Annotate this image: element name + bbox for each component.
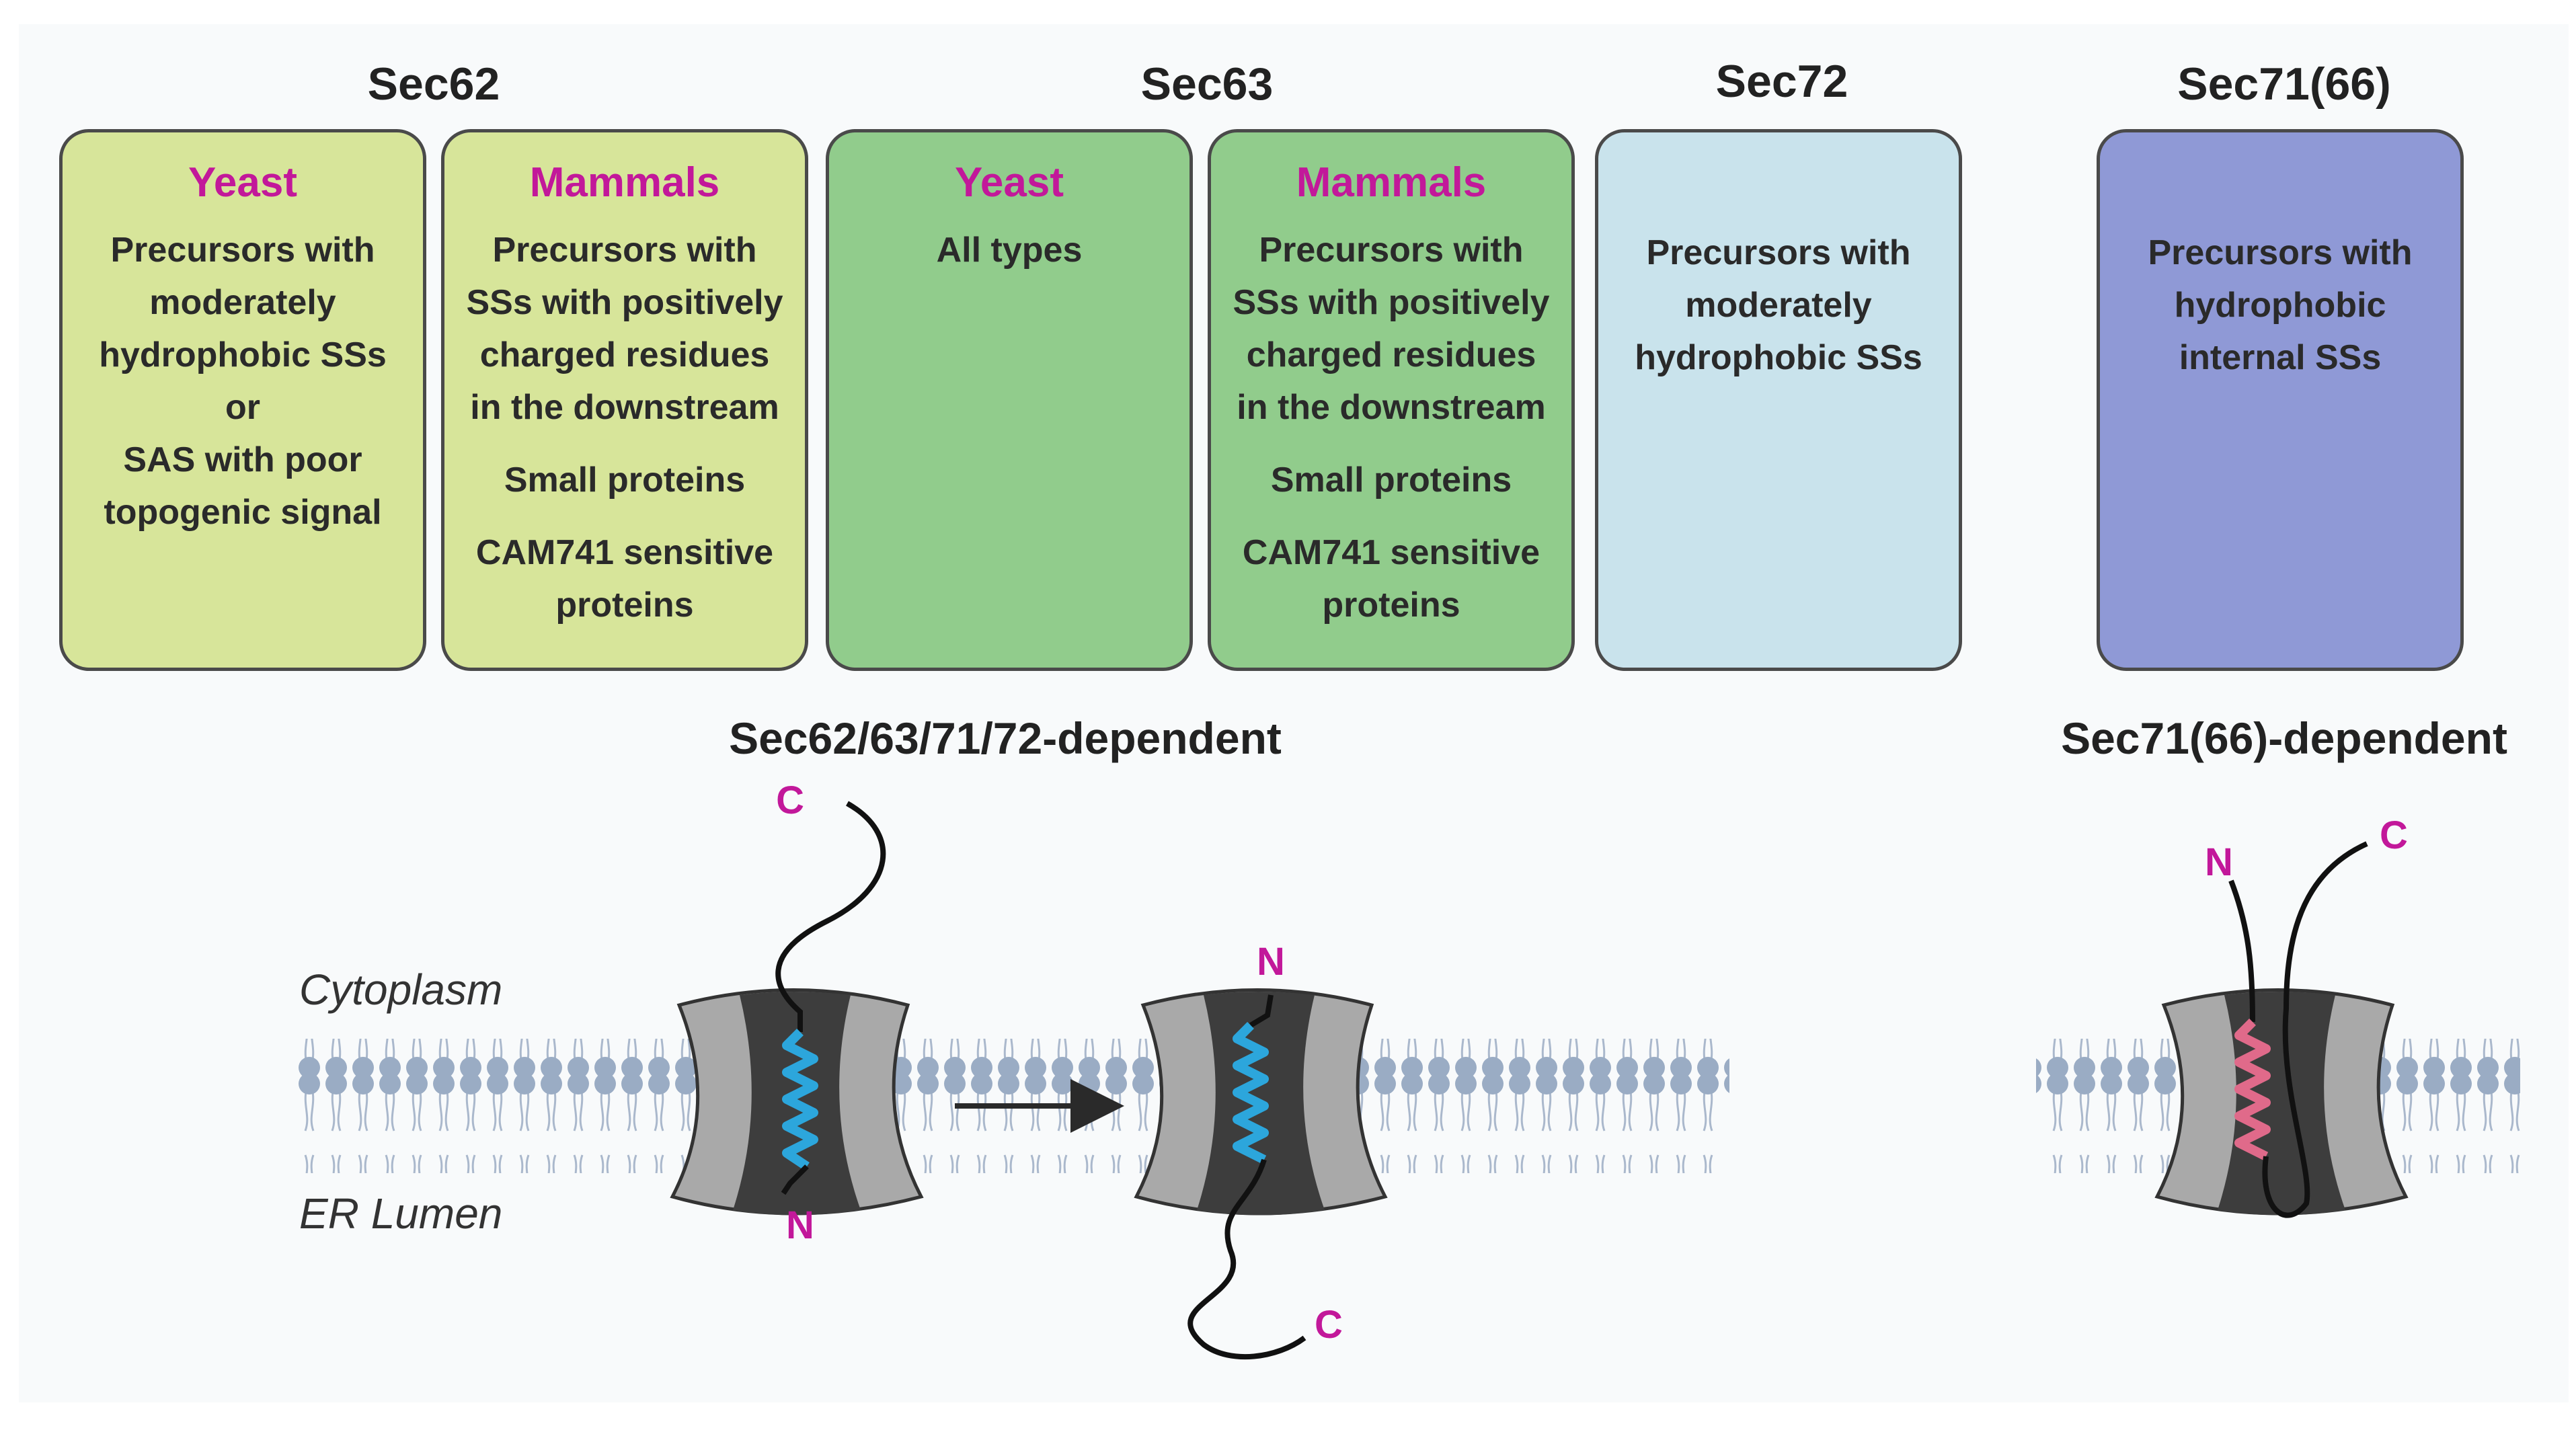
section-label-sec71: Sec71(66)-dependent <box>2061 713 2507 763</box>
section-label-sec62-63-71-72: Sec62/63/71/72-dependent <box>729 713 1282 763</box>
card-text: Precursors with SSs with positively char… <box>1211 224 1571 631</box>
polypeptide-chain <box>2228 879 2255 1023</box>
card-line: moderately <box>149 283 336 323</box>
c-terminus-label: C <box>2380 813 2408 857</box>
group-title-sec62: Sec62 <box>367 58 500 110</box>
group-title-sec71: Sec71(66) <box>2177 58 2391 110</box>
card-line: or <box>225 388 260 428</box>
card-line: SAS with poor <box>123 440 362 480</box>
card-line: CAM741 sensitive <box>475 533 774 573</box>
cytoplasm-label: Cytoplasm <box>299 965 503 1014</box>
card-line: proteins <box>1322 586 1460 625</box>
card-sec63-yeast: Yeast All types <box>826 129 1193 671</box>
polypeptide-chain <box>775 801 886 1032</box>
group-title-sec63: Sec63 <box>1140 58 1274 110</box>
n-terminus-label: N <box>2205 840 2233 884</box>
card-sec63-mammals: Mammals Precursors with SSs with positiv… <box>1208 129 1575 671</box>
card-line: Small proteins <box>1270 461 1512 500</box>
card-line: hydrophobic SSs <box>1635 338 1922 377</box>
card-line: Precursors with <box>1646 233 1911 272</box>
signal-sequence-helix <box>1233 1022 1269 1164</box>
card-text: Precursors with hydrophobic internal SSs <box>2100 227 2460 384</box>
card-text: Precursors with SSs with positively char… <box>444 224 805 631</box>
translocon-channel-3 <box>2154 988 2409 1216</box>
card-line: internal SSs <box>2179 338 2382 377</box>
card-line: Small proteins <box>504 461 746 500</box>
er-lumen-label: ER Lumen <box>299 1189 503 1238</box>
card-line: SSs with positively <box>466 283 783 323</box>
card-line: moderately <box>1685 286 1872 325</box>
card-line: Precursors with <box>2148 233 2413 272</box>
polypeptide-chain <box>1187 1158 1306 1360</box>
card-line: hydrophobic SSs <box>99 335 387 375</box>
card-sec62-mammals: Mammals Precursors with SSs with positiv… <box>441 129 808 671</box>
signal-sequence-helix <box>782 1029 818 1170</box>
c-terminus-label: C <box>776 779 804 822</box>
card-line: proteins <box>555 586 694 625</box>
organism-label: Yeast <box>188 159 298 206</box>
card-text: Precursors with moderately hydrophobic S… <box>1598 227 1959 384</box>
polypeptide-chain <box>781 1164 809 1195</box>
organism-label: Yeast <box>954 159 1064 206</box>
card-line: charged residues <box>1246 335 1536 375</box>
card-text: Precursors with moderately hydrophobic S… <box>63 224 423 539</box>
polypeptide-chain <box>2262 841 2368 1218</box>
card-sec71: Precursors with hydrophobic internal SSs <box>2097 129 2464 671</box>
card-line: Precursors with <box>110 231 375 270</box>
card-sec72: Precursors with moderately hydrophobic S… <box>1595 129 1962 671</box>
card-sec62-yeast: Yeast Precursors with moderately hydroph… <box>59 129 426 671</box>
card-line: SSs with positively <box>1233 283 1550 323</box>
signal-sequence-helix <box>2234 1019 2271 1161</box>
card-line: Precursors with <box>492 231 757 270</box>
card-line: charged residues <box>479 335 770 375</box>
organism-label: Mammals <box>529 159 720 206</box>
card-line: Precursors with <box>1259 231 1524 270</box>
card-line: CAM741 sensitive <box>1242 533 1540 573</box>
organism-label: Mammals <box>1296 159 1487 206</box>
card-line: topogenic signal <box>104 493 382 532</box>
c-terminus-label: C <box>1315 1303 1343 1347</box>
group-title-sec72: Sec72 <box>1715 56 1848 107</box>
card-line: All types <box>936 231 1083 270</box>
card-line: in the downstream <box>470 388 779 428</box>
card-line: in the downstream <box>1237 388 1546 428</box>
polypeptide-chain <box>1249 994 1274 1028</box>
n-terminus-label: N <box>786 1203 814 1247</box>
card-line: hydrophobic <box>2174 286 2386 325</box>
n-terminus-label: N <box>1257 940 1285 984</box>
card-text: All types <box>829 224 1189 276</box>
